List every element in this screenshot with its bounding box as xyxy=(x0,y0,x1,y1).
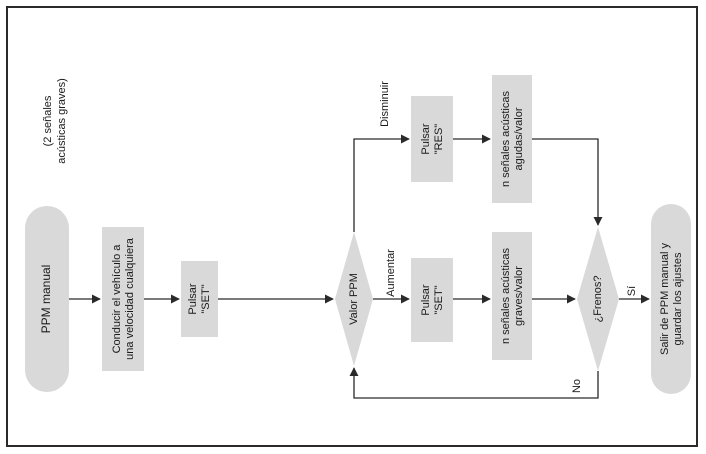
node-ppm-manual xyxy=(25,206,69,392)
edge-valor-to-res xyxy=(353,134,410,232)
label-note-1: (2 señales xyxy=(42,95,54,146)
node-valor-ppm xyxy=(335,232,373,366)
edge-label-disminuir: Disminuir xyxy=(379,81,391,127)
label-pulsar-set-2b: "SET" xyxy=(433,285,445,314)
label-agudas-2: agudas/valor xyxy=(513,107,525,170)
label-salir-1: Salir de PPM manual y xyxy=(659,243,671,355)
label-frenos: ¿Frenos? xyxy=(592,275,604,322)
label-pulsar-set-1a: Pulsar xyxy=(187,283,199,315)
label-graves-2: graves/valor xyxy=(513,266,525,326)
edge-label-no: No xyxy=(571,379,583,393)
label-pulsar-set-2a: Pulsar xyxy=(420,284,432,316)
label-note-2: acústicas graves) xyxy=(56,78,68,164)
label-pulsar-res-b: "RES" xyxy=(433,124,445,155)
label-valor-ppm: Valor PPM xyxy=(348,273,360,325)
node-salir xyxy=(651,204,691,394)
edge-agudas-to-frenos xyxy=(532,138,603,226)
label-graves-1: n señales acústicas xyxy=(500,248,512,344)
edge-frenos-no-loop xyxy=(349,367,599,399)
node-agudas xyxy=(492,75,532,203)
node-pulsar-set-1 xyxy=(181,261,218,337)
node-pulsar-res xyxy=(411,96,453,182)
label-salir-2: guardar los ajustes xyxy=(672,252,684,345)
flowchart: PPM manual (2 señales acústicas graves) … xyxy=(25,75,691,399)
label-conducir-1: Conducir el vehículo a xyxy=(111,244,123,354)
label-pulsar-res-a: Pulsar xyxy=(420,123,432,155)
node-frenos xyxy=(577,227,619,371)
edge-label-si: Sí xyxy=(626,286,638,296)
diagram-frame: PPM manual (2 señales acústicas graves) … xyxy=(6,6,698,447)
label-conducir-2: una velocidad cualquiera xyxy=(124,237,136,360)
node-pulsar-set-2 xyxy=(411,258,453,342)
node-graves xyxy=(492,232,532,360)
edge-label-aumentar: Aumentar xyxy=(385,249,397,297)
node-conducir xyxy=(102,227,144,371)
label-ppm-manual: PPM manual xyxy=(39,265,53,334)
label-pulsar-set-1b: "SET" xyxy=(200,284,212,313)
label-agudas-1: n señales acústicas xyxy=(500,91,512,187)
